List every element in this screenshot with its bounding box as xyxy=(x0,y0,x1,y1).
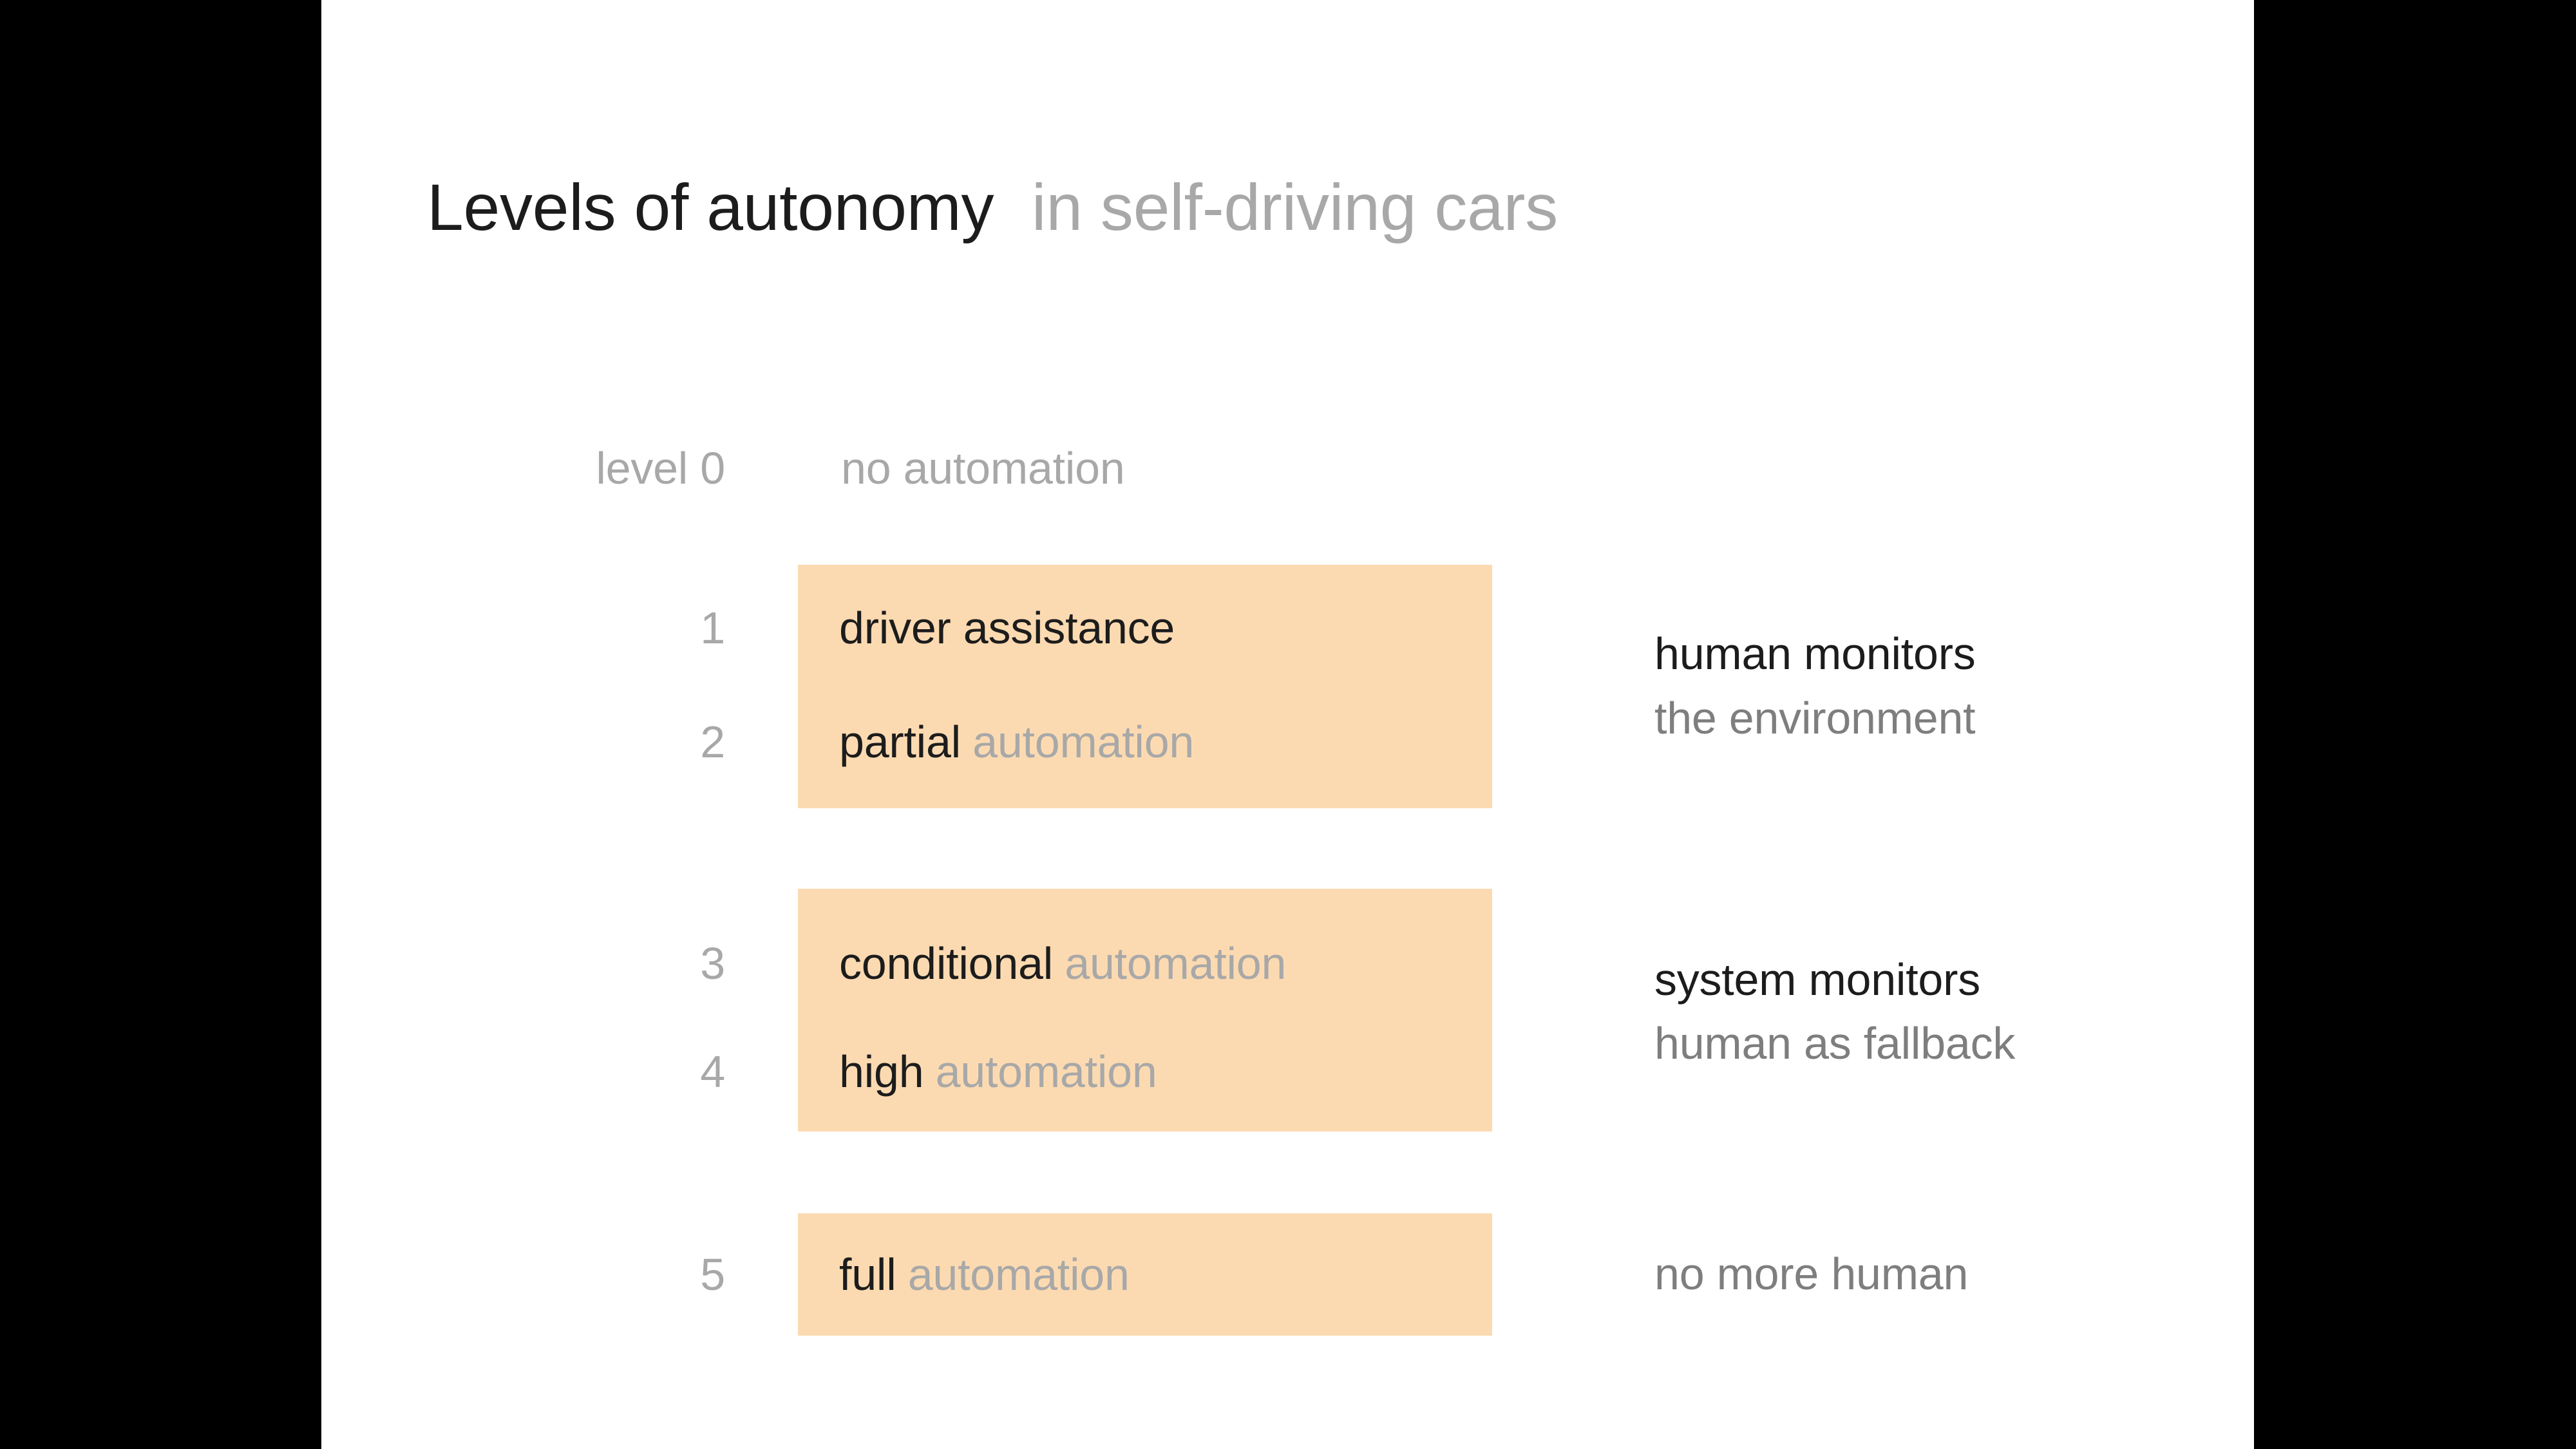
annotation-human-monitors: human monitors xyxy=(1654,629,1976,679)
row-secondary-text: automation xyxy=(907,1249,1130,1300)
level-number: 2 xyxy=(700,717,725,767)
title-secondary: in self-driving cars xyxy=(1031,171,1558,244)
slide-title: Levels of autonomy in self-driving cars xyxy=(427,162,1558,252)
row-primary-text: high xyxy=(839,1046,924,1097)
highlight-box-level-5 xyxy=(798,1213,1492,1336)
annotation-system-monitors: system monitors xyxy=(1654,954,1980,1005)
row-secondary-text: automation xyxy=(972,717,1195,767)
annotation-human-as-fallback: human as fallback xyxy=(1654,1018,2016,1068)
row-secondary-text: automation xyxy=(935,1046,1157,1097)
slide: Levels of autonomy in self-driving cars … xyxy=(321,0,2254,1449)
level-number: 3 xyxy=(700,938,725,989)
row-primary-text: partial xyxy=(839,717,961,767)
level-number: 5 xyxy=(700,1249,725,1300)
title-primary: Levels of autonomy xyxy=(427,171,994,244)
level-number: 1 xyxy=(700,603,725,653)
row-primary-text: full xyxy=(839,1249,896,1300)
annotation-no-more-human: no more human xyxy=(1654,1249,1969,1299)
level-row-driver-assistance: driver assistance xyxy=(839,596,1186,660)
level-number: 4 xyxy=(700,1046,725,1097)
annotation-the-environment: the environment xyxy=(1654,693,1976,743)
highlight-box-levels-1-2 xyxy=(798,565,1492,808)
letterbox-right xyxy=(2254,0,2576,1449)
row-primary-text: conditional xyxy=(839,938,1054,989)
level0-label: level 0 xyxy=(596,443,725,493)
level0-value: no automation xyxy=(841,443,1125,493)
row-secondary-text: automation xyxy=(1065,938,1287,989)
letterbox-left xyxy=(0,0,321,1449)
row-primary-text: driver assistance xyxy=(839,603,1175,653)
highlight-box-levels-3-4 xyxy=(798,889,1492,1132)
